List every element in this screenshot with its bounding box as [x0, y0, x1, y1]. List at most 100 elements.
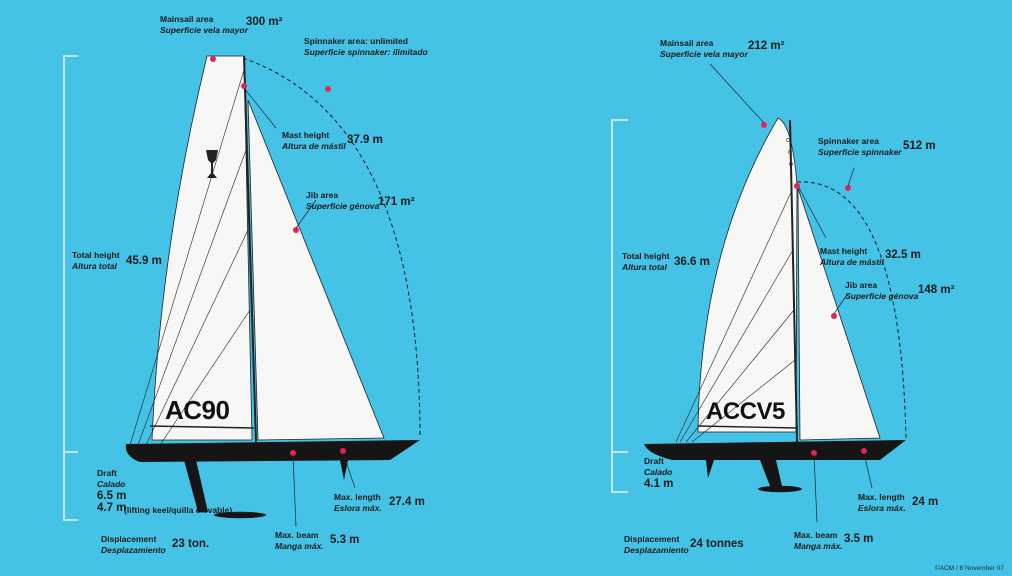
ac90-draft-label-en: Draft: [97, 468, 117, 478]
ac90-spinnaker-label-es: Superficie spinnaker: ilimitado: [304, 47, 428, 57]
ac90-beam-label-en: Max. beam: [275, 530, 319, 540]
accv5-length-label-en: Max. length: [858, 492, 905, 502]
ac90-total-height-label-en: Total height: [72, 250, 120, 260]
ac90-mast: [243, 55, 257, 443]
ac90-draft-value: 6.5 m: [97, 490, 127, 502]
credit-text: ©ACM / 8 November 07: [934, 565, 1004, 572]
accv5-displacement-label: Displacement Desplazamiento: [624, 534, 689, 556]
accv5-beam-label-en: Max. beam: [794, 530, 838, 540]
ac90-mast-label: Mast height Altura de mástil: [282, 130, 346, 152]
accv5-beam-marker: [811, 450, 817, 456]
ac90-length-label-en: Max. length: [334, 492, 381, 502]
ac90-mainsail-value: 300 m²: [246, 16, 283, 28]
ac90-keel: [184, 460, 208, 512]
ac90-spinnaker-marker: [325, 86, 331, 92]
ac90-draft-value-2: 4.7 m: [97, 502, 127, 514]
ac90-jib-value: 171 m²: [378, 196, 415, 208]
accv5-mainsail-label: Mainsail area Superficie vela mayor: [660, 38, 748, 60]
america-cup-logo: [206, 150, 218, 178]
accv5-hull: [644, 440, 906, 460]
accv5-mast-label: Mast height Altura de mástil: [820, 246, 884, 268]
accv5-mast-label-en: Mast height: [820, 246, 868, 256]
accv5-total-height-bracket: [611, 119, 628, 493]
ac90-displacement-label-en: Displacement: [101, 534, 157, 544]
ac90-jib-label-es: Superficie génova: [306, 201, 380, 211]
ac90-mainsail-label: Mainsail area Superficie vela mayor: [160, 14, 248, 36]
ac90-beam-value: 5.3 m: [330, 534, 360, 546]
ac90-mainsail-label-es: Superficie vela mayor: [160, 25, 248, 35]
ac90-jib-label: Jib area Superficie génova: [306, 190, 379, 212]
ac90-length-label: Max. length Eslora máx.: [334, 492, 382, 514]
accv5-total-height-value: 36.6 m: [674, 256, 710, 268]
accv5-beam-label-es: Manga máx.: [794, 541, 843, 551]
accv5-mast-value: 32.5 m: [885, 249, 921, 261]
accv5-mainsail-label-en: Mainsail area: [660, 38, 714, 48]
ac90-beam-label-es: Manga máx.: [275, 541, 324, 551]
ac90-displacement-label-es: Desplazamiento: [101, 545, 166, 555]
accv5-mast-marker: [794, 183, 800, 189]
accv5-keel-bulb: [758, 485, 802, 493]
accv5-draft-label-es: Calado: [644, 467, 673, 477]
ac90-beam-marker: [290, 450, 296, 456]
ac90-beam-label: Max. beam Manga máx.: [275, 530, 324, 552]
accv5-length-value: 24 m: [912, 496, 939, 508]
accv5-draft-value: 4.1 m: [644, 478, 674, 490]
ac90-hull: [125, 440, 421, 462]
accv5-spinnaker-label: Spinnaker area Superficie spinnaker: [818, 136, 902, 158]
accv5-drawing: [611, 63, 907, 523]
accv5-displacement-value: 24 tonnes: [690, 538, 744, 550]
ac90-total-height-label-es: Altura total: [72, 261, 117, 271]
ac90-keel-bulb: [214, 511, 266, 519]
accv5-draft-label-en: Draft: [644, 456, 664, 466]
accv5-displacement-label-en: Displacement: [624, 534, 680, 544]
accv5-beam-value: 3.5 m: [844, 533, 874, 545]
ac90-total-height-bracket: [63, 55, 78, 521]
accv5-total-height-label-en: Total height: [622, 251, 670, 261]
ac90-spinnaker-outline: [242, 57, 421, 439]
ac90-draft-label-es: Calado: [97, 479, 126, 489]
ac90-total-height-label: Total height Altura total: [72, 250, 120, 272]
accv5-jib-label-es: Superficie génova: [845, 291, 919, 301]
ac90-jib: [247, 99, 385, 441]
accv5-displacement-label-es: Desplazamiento: [624, 545, 689, 555]
ac90-jib-marker: [293, 227, 299, 233]
accv5-length-marker: [861, 448, 867, 454]
accv5-spinnaker-label-es: Superficie spinnaker: [818, 147, 902, 157]
accv5-mainsail-label-es: Superficie vela mayor: [660, 49, 748, 59]
accv5-spinnaker-label-en: Spinnaker area: [818, 136, 879, 146]
ac90-length-marker: [340, 448, 346, 454]
accv5-jib-label-en: Jib area: [845, 280, 878, 290]
accv5-boat-name: ACCV5: [706, 398, 785, 425]
accv5-total-height-label: Total height Altura total: [622, 251, 670, 273]
accv5-mast: [789, 119, 798, 443]
accv5-mainsail-value: 212 m²: [748, 40, 785, 52]
ac90-displacement-value: 23 ton.: [172, 538, 210, 550]
ac90-mast-label-es: Altura de mástil: [282, 141, 346, 151]
ac90-mast-marker: [241, 83, 247, 89]
accv5-total-height-label-es: Altura total: [622, 262, 667, 272]
ac90-draft-label: Draft Calado: [97, 468, 125, 490]
accv5-beam-label: Max. beam Manga máx.: [794, 530, 843, 552]
ac90-mast-value: 37.9 m: [347, 134, 383, 146]
accv5-mainsail: [697, 117, 798, 433]
accv5-mainsail-marker: [761, 122, 767, 128]
accv5-jib-value: 148 m²: [918, 284, 955, 296]
accv5-length-label: Max. length Eslora máx.: [858, 492, 906, 514]
ac90-jib-label-en: Jib area: [306, 190, 339, 200]
ac90-mainsail-marker: [210, 56, 216, 62]
accv5-mast-label-es: Altura de mástil: [820, 257, 884, 267]
ac90-length-value: 27.4 m: [389, 496, 425, 508]
ac90-draft-note: (lifting keel/quilla elevable): [124, 505, 233, 515]
accv5-keel: [760, 460, 782, 486]
accv5-length-label-es: Eslora máx.: [858, 503, 906, 513]
accv5-spinnaker-marker: [845, 185, 851, 191]
ac90-mast-label-en: Mast height: [282, 130, 330, 140]
accv5-jib-marker: [831, 313, 837, 319]
ac90-drawing: [63, 55, 421, 528]
accv5-spinnaker-outline: [796, 181, 907, 439]
accv5-jib-label: Jib area Superficie génova: [845, 280, 918, 302]
ac90-spinnaker-label-en: Spinnaker area: unlimited: [304, 36, 408, 46]
accv5-jib: [797, 187, 881, 441]
accv5-spinnaker-value: 512 m: [903, 140, 936, 152]
